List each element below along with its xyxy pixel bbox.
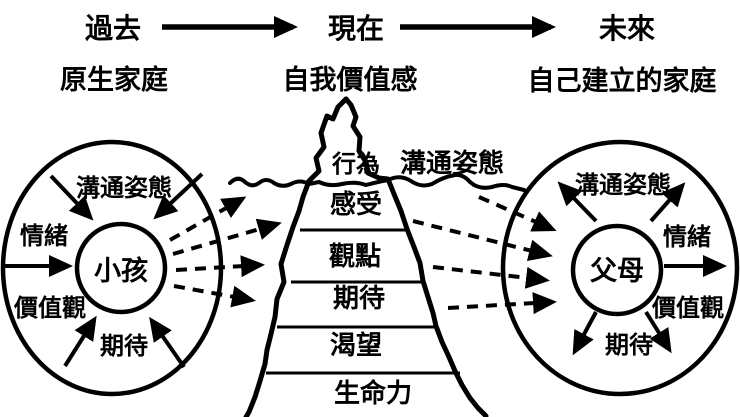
right-wheel-center-parents: 父母 bbox=[590, 256, 644, 286]
child-to-iceberg-arrows bbox=[169, 196, 282, 308]
dashed-arrow-parents-4 bbox=[447, 292, 557, 315]
right-wheel-values: 價值觀 bbox=[651, 294, 724, 322]
dashed-arrow-child-4 bbox=[173, 284, 256, 308]
iceberg-left-edge bbox=[243, 96, 349, 417]
surface-communication-stance-label: 溝通姿態 bbox=[400, 148, 504, 178]
left-wheel-arrow-bottom-left bbox=[63, 315, 97, 368]
timeline-sublabels: 原生家庭 自我價值感 自己建立的家庭 bbox=[60, 64, 717, 96]
left-wheel-communication-stance: 溝通姿態 bbox=[76, 174, 172, 202]
iceberg-layer-behavior: 行為 bbox=[331, 150, 380, 178]
left-wheel-emotions: 情緒 bbox=[20, 222, 68, 250]
left-wheel-arrow-top-left bbox=[49, 174, 94, 221]
right-wheel-inner-circle bbox=[570, 223, 664, 317]
dashed-arrow-child-1 bbox=[169, 196, 247, 242]
right-wheel-arrow-top-right bbox=[649, 182, 686, 223]
right-wheel-emotions: 情緒 bbox=[663, 223, 711, 251]
iceberg-layer-feelings: 感受 bbox=[330, 189, 382, 219]
left-wheel-arrow-bottom-right bbox=[149, 316, 186, 369]
left-wheel: 溝通姿態 情緒 小孩 價值觀 期待 bbox=[0, 139, 224, 397]
timeline-present-label: 現在 bbox=[328, 13, 384, 45]
right-wheel-expectations: 期待 bbox=[605, 332, 653, 359]
left-wheel-values: 價值觀 bbox=[13, 294, 86, 322]
origin-family-label: 原生家庭 bbox=[60, 64, 168, 95]
right-wheel-outer-circle bbox=[500, 139, 740, 397]
right-wheel-communication-stance: 溝通姿態 bbox=[575, 171, 671, 199]
self-worth-label: 自我價值感 bbox=[283, 64, 418, 95]
right-wheel-arrow-top-left bbox=[557, 181, 598, 223]
iceberg-right-edge bbox=[343, 96, 489, 417]
water-line bbox=[228, 172, 526, 192]
right-wheel-arrow-bottom-left bbox=[572, 311, 598, 356]
dashed-arrow-parents-2 bbox=[412, 219, 553, 262]
iceberg-layer-yearnings: 渴望 bbox=[330, 331, 382, 360]
iceberg-layer-perceptions: 觀點 bbox=[329, 242, 381, 271]
iceberg-layer-life-force: 生命力 bbox=[334, 378, 412, 408]
iceberg-to-parents-arrows bbox=[412, 195, 557, 315]
timeline-past-label: 過去 bbox=[85, 13, 141, 45]
self-built-family-label: 自己建立的家庭 bbox=[528, 65, 717, 96]
left-wheel-expectations: 期待 bbox=[100, 333, 148, 360]
right-wheel-arrow-bottom-right bbox=[644, 310, 672, 354]
iceberg-layer-expectations: 期待 bbox=[333, 284, 385, 313]
left-wheel-arrow-top-right bbox=[153, 172, 204, 220]
right-wheel: 溝通姿態 情緒 父母 價值觀 期待 bbox=[500, 139, 740, 397]
left-wheel-inner-circle bbox=[74, 221, 168, 315]
timeline-future-label: 未來 bbox=[599, 13, 655, 45]
left-wheel-center-child: 小孩 bbox=[94, 255, 148, 286]
iceberg: 行為 感受 觀點 期待 渴望 生命力 溝通姿態 bbox=[243, 96, 504, 417]
dashed-arrow-parents-1 bbox=[478, 195, 557, 232]
dashed-arrow-child-3 bbox=[175, 255, 265, 278]
timeline-header: 過去 現在 未來 bbox=[85, 13, 655, 45]
